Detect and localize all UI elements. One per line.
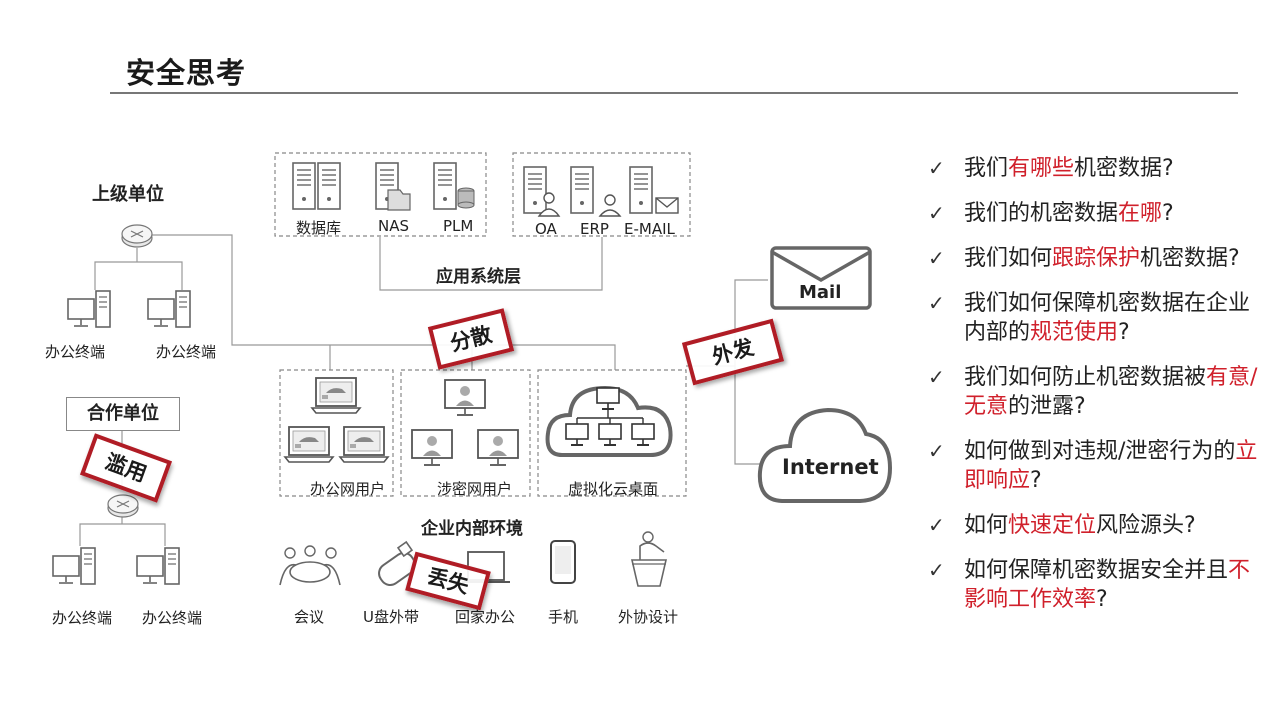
router-icon xyxy=(107,494,139,518)
desktop-pc-icon xyxy=(147,290,191,328)
desktop-pc-icon xyxy=(67,290,111,328)
laptop-icon xyxy=(311,377,361,414)
laptop-icon xyxy=(284,426,334,463)
checkmark-icon: ✓ xyxy=(928,246,945,270)
checkmark-icon: ✓ xyxy=(928,156,945,180)
database-server-icon xyxy=(292,162,341,210)
question-item: ✓如何做到对违规/泄密行为的立即响应? xyxy=(928,439,1258,493)
meeting-icon xyxy=(279,545,341,586)
mobile-phone-icon xyxy=(550,540,576,584)
outsourced-design-label: 外协设计 xyxy=(618,608,679,626)
nas-server-icon xyxy=(375,162,411,211)
question-item: ✓我们的机密数据在哪? xyxy=(928,201,1174,226)
phone-label: 手机 xyxy=(548,608,579,626)
oa-server-icon xyxy=(523,166,561,217)
internet-label: Internet xyxy=(782,455,879,479)
question-list: ✓我们有哪些机密数据? ✓我们的机密数据在哪? ✓我们如何跟踪保护机密数据? ✓… xyxy=(928,154,1268,630)
email-server-icon xyxy=(629,166,679,214)
office-terminal-label: 办公终端 xyxy=(156,343,217,361)
router-icon xyxy=(121,224,153,248)
oa-label: OA xyxy=(535,220,557,238)
checkmark-icon: ✓ xyxy=(928,201,945,225)
checkmark-icon: ✓ xyxy=(928,365,945,389)
nas-label: NAS xyxy=(378,217,410,235)
secret-net-users-label: 涉密网用户 xyxy=(437,480,513,498)
presenter-icon xyxy=(630,531,668,587)
usb-drive-icon xyxy=(378,540,416,586)
question-item: ✓如何保障机密数据安全并且不影响工作效率? xyxy=(928,558,1251,612)
superior-unit-label: 上级单位 xyxy=(92,184,164,205)
laptop-icon xyxy=(339,426,389,463)
erp-label: ERP xyxy=(580,220,609,238)
database-label: 数据库 xyxy=(296,219,342,237)
page-title: 安全思考 xyxy=(126,56,247,90)
office-terminal-label: 办公终端 xyxy=(45,343,106,361)
title-divider xyxy=(110,92,1238,94)
erp-server-icon xyxy=(570,166,622,217)
mail-envelope-icon xyxy=(770,246,872,310)
question-item: ✓如何快速定位风险源头? xyxy=(928,513,1196,538)
desktop-pc-icon xyxy=(52,547,96,585)
usb-label: U盘外带 xyxy=(363,608,419,626)
checkmark-icon: ✓ xyxy=(928,291,945,315)
meeting-label: 会议 xyxy=(294,608,325,626)
question-item: ✓我们有哪些机密数据? xyxy=(928,156,1174,181)
office-terminal-label: 办公终端 xyxy=(52,609,113,627)
enterprise-env-label: 企业内部环境 xyxy=(421,519,523,539)
virtual-desktop-label: 虚拟化云桌面 xyxy=(568,480,659,498)
question-item: ✓我们如何保障机密数据在企业内部的规范使用? xyxy=(928,291,1251,345)
office-net-users-label: 办公网用户 xyxy=(310,480,386,498)
question-item: ✓我们如何跟踪保护机密数据? xyxy=(928,246,1240,271)
cloud-desktop-icon xyxy=(545,385,673,457)
checkmark-icon: ✓ xyxy=(928,513,945,537)
desktop-pc-icon xyxy=(136,547,180,585)
app-layer-label: 应用系统层 xyxy=(436,267,521,287)
home-office-label: 回家办公 xyxy=(455,608,516,626)
email-label: E-MAIL xyxy=(624,220,675,238)
partner-unit-label: 合作单位 xyxy=(66,397,180,431)
plm-server-icon xyxy=(433,162,475,210)
checkmark-icon: ✓ xyxy=(928,558,945,582)
monitor-user-icon xyxy=(411,429,453,466)
office-terminal-label: 办公终端 xyxy=(142,609,203,627)
monitor-user-icon xyxy=(477,429,519,466)
plm-label: PLM xyxy=(443,217,474,235)
checkmark-icon: ✓ xyxy=(928,439,945,463)
monitor-user-icon xyxy=(444,379,486,416)
mail-label: Mail xyxy=(799,282,842,303)
question-item: ✓我们如何防止机密数据被有意/无意的泄露? xyxy=(928,365,1258,419)
internet-cloud-icon xyxy=(757,407,893,503)
